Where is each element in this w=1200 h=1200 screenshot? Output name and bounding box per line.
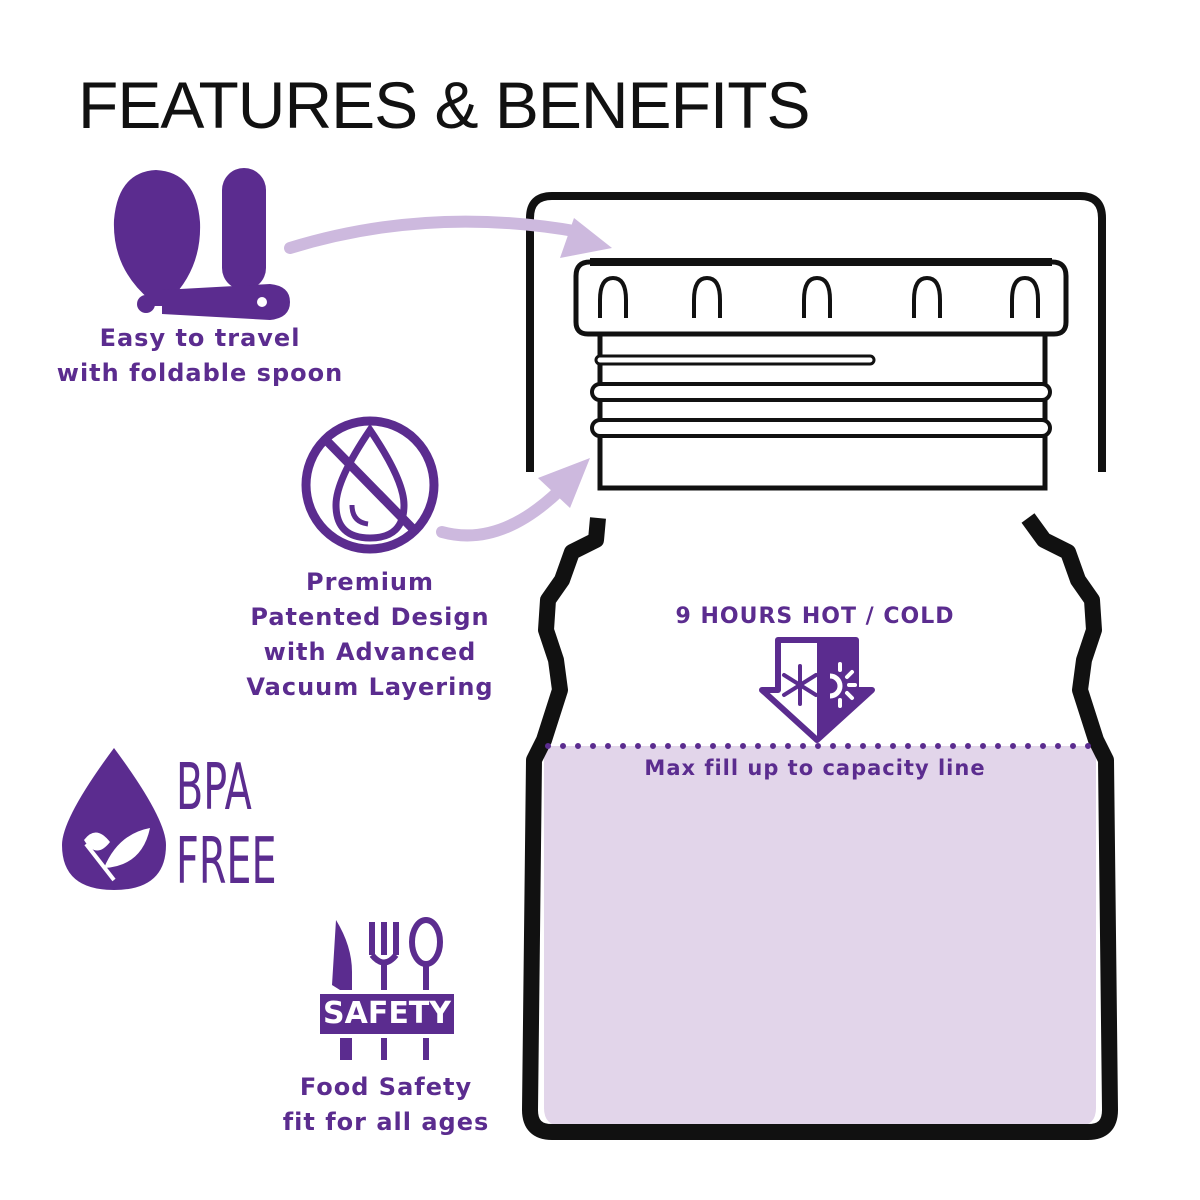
caption-vacuum-design: Premium Patented Design with Advanced Va… [246,568,494,701]
lid [573,258,1069,491]
foldable-spoon-icon [113,168,290,320]
safety-badge: SAFETY [316,990,458,1038]
lid-frame [526,192,1106,472]
temperature-label: 9 HOURS HOT / COLD [675,604,955,629]
bpa-label: BPA [176,751,252,825]
hot-cold-arrow-icon [759,637,875,743]
arrow-to-lid-top [284,215,586,254]
leaf-drop-icon [62,748,166,890]
arrow-to-lid-thread [436,484,566,542]
arrow-head [538,458,590,508]
fill-line-label: Max fill up to capacity line [644,756,986,780]
caption-foldable-spoon: Easy to travel with foldable spoon [56,324,344,387]
no-leak-drop-icon [301,416,439,554]
page-title: FEATURES & BENEFITS [78,68,811,142]
jar-body [522,513,1118,1140]
free-label: FREE [176,825,277,899]
caption-food-safety: Food Safety fit for all ages [282,1073,490,1136]
arrow-head [560,218,612,258]
